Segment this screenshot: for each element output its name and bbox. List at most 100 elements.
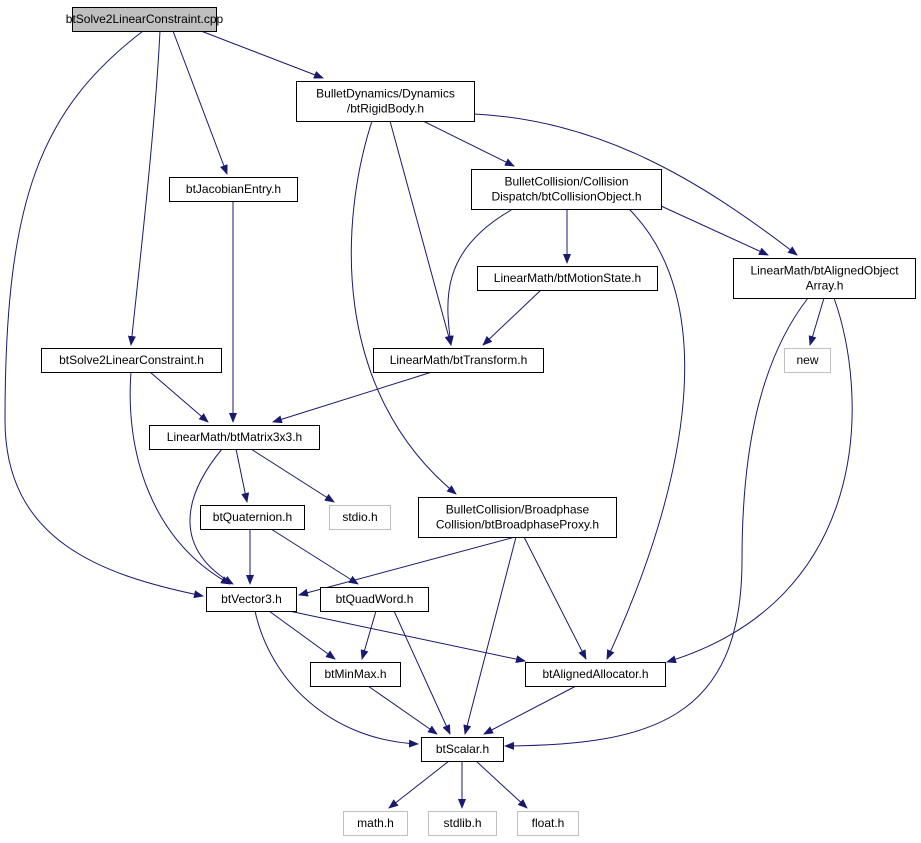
edge-solve2h-to-matrix	[149, 371, 209, 423]
node-label-transform: LinearMath/btTransform.h	[390, 353, 528, 367]
node-box-root	[72, 7, 217, 32]
node-root[interactable]: btSolve2LinearConstraint.cpp	[66, 7, 224, 32]
edge-matrix-to-vector3	[189, 448, 234, 585]
edge-vector3-to-scalar	[254, 610, 419, 748]
edge-minmax-to-scalar	[367, 685, 438, 735]
node-box-new	[784, 348, 831, 373]
node-jacobian[interactable]: btJacobianEntry.h	[169, 177, 298, 202]
node-label-alignedarray-line2: Array.h	[806, 279, 844, 293]
node-broadphase[interactable]: BulletCollision/BroadphaseCollision/btBr…	[418, 497, 617, 538]
node-quaternion[interactable]: btQuaternion.h	[200, 505, 305, 530]
node-label-rigidbody-line2: /btRigidBody.h	[347, 102, 424, 116]
node-label-alignedarray-line1: LinearMath/btAlignedObject	[750, 264, 899, 278]
edge-rigidbody-to-alignedarray	[473, 113, 798, 256]
node-box-transform	[373, 348, 544, 373]
node-scalar[interactable]: btScalar.h	[421, 737, 504, 762]
node-box-motionstate	[477, 266, 658, 291]
node-box-rigidbody	[296, 81, 475, 122]
edge-root-to-rigidbody	[200, 30, 324, 79]
edge-allocator-to-scalar	[483, 685, 577, 735]
edge-broadphase-to-scalar	[463, 536, 517, 735]
node-minmax[interactable]: btMinMax.h	[310, 662, 401, 687]
node-box-matrix	[149, 425, 320, 450]
edge-scalar-to-float	[475, 760, 528, 809]
edge-motionstate-to-transform	[482, 289, 542, 346]
node-transform[interactable]: LinearMath/btTransform.h	[373, 348, 544, 373]
node-math: math.h	[343, 811, 408, 836]
edge-matrix-to-stdio	[250, 448, 335, 503]
edge-rigidbody-to-broadphase	[350, 120, 457, 495]
node-label-matrix: LinearMath/btMatrix3x3.h	[167, 430, 302, 444]
node-motionstate[interactable]: LinearMath/btMotionState.h	[477, 266, 658, 291]
node-label-motionstate: LinearMath/btMotionState.h	[494, 271, 641, 285]
node-label-jacobian: btJacobianEntry.h	[186, 182, 281, 196]
edge-alignedarray-to-allocator	[666, 297, 853, 664]
edge-collobj-to-transform	[445, 208, 514, 346]
node-label-root: btSolve2LinearConstraint.cpp	[66, 12, 224, 26]
edge-broadphase-to-allocator	[523, 536, 587, 660]
node-matrix[interactable]: LinearMath/btMatrix3x3.h	[149, 425, 320, 450]
edge-root-to-jacobian	[172, 30, 228, 175]
node-box-alignedarray	[733, 258, 916, 299]
node-label-allocator: btAlignedAllocator.h	[542, 667, 648, 681]
node-label-new: new	[796, 353, 818, 367]
node-stdlib: stdlib.h	[428, 811, 497, 836]
node-box-math	[343, 811, 408, 836]
edges-layer	[4, 30, 853, 809]
edge-solve2h-to-vector3	[129, 371, 231, 585]
edge-scalar-to-math	[388, 760, 450, 809]
node-label-broadphase-line2: Collision/btBroadphaseProxy.h	[436, 518, 599, 532]
node-label-vector3: btVector3.h	[221, 592, 282, 606]
node-box-minmax	[310, 662, 401, 687]
node-box-stdlib	[428, 811, 497, 836]
edge-collobj-to-alignedarray	[660, 205, 769, 256]
node-box-allocator	[525, 662, 666, 687]
node-label-rigidbody-line1: BulletDynamics/Dynamics	[316, 87, 455, 101]
edge-root-to-vector3	[4, 30, 204, 599]
node-label-broadphase-line1: BulletCollision/Broadphase	[446, 503, 590, 517]
node-box-collobj	[471, 169, 662, 210]
node-rigidbody[interactable]: BulletDynamics/Dynamics/btRigidBody.h	[296, 81, 475, 122]
edge-vector3-to-allocator	[288, 610, 526, 664]
node-label-stdio: stdio.h	[342, 510, 377, 524]
node-box-broadphase	[418, 497, 617, 538]
node-label-float: float.h	[532, 816, 565, 830]
edge-quadword-to-scalar	[393, 610, 451, 735]
node-collobj[interactable]: BulletCollision/CollisionDispatch/btColl…	[471, 169, 662, 210]
node-label-solve2h: btSolve2LinearConstraint.h	[59, 353, 204, 367]
node-label-minmax: btMinMax.h	[324, 667, 386, 681]
node-float: float.h	[517, 811, 579, 836]
edge-rigidbody-to-collobj	[422, 120, 515, 167]
node-label-stdlib: stdlib.h	[443, 816, 481, 830]
edge-rigidbody-to-transform	[389, 120, 453, 346]
node-label-math: math.h	[357, 816, 394, 830]
nodes-layer: btSolve2LinearConstraint.cppBulletDynami…	[41, 7, 916, 836]
edge-broadphase-to-vector3	[298, 536, 516, 597]
node-box-quadword	[320, 587, 429, 612]
node-label-collobj-line2: Dispatch/btCollisionObject.h	[491, 190, 641, 204]
node-label-quadword: btQuadWord.h	[336, 592, 414, 606]
node-box-solve2h	[41, 348, 222, 373]
node-box-jacobian	[169, 177, 298, 202]
edge-alignedarray-to-scalar	[504, 297, 809, 750]
edge-alignedarray-to-new	[808, 297, 825, 346]
node-vector3[interactable]: btVector3.h	[206, 587, 297, 612]
edge-quaternion-to-quadword	[270, 528, 359, 585]
node-box-scalar	[421, 737, 504, 762]
node-new: new	[784, 348, 831, 373]
node-stdio: stdio.h	[329, 505, 391, 530]
node-box-stdio	[329, 505, 391, 530]
node-label-scalar: btScalar.h	[436, 742, 489, 756]
edge-matrix-to-quaternion	[235, 448, 250, 503]
edge-vector3-to-minmax	[268, 610, 336, 660]
node-label-collobj-line1: BulletCollision/Collision	[504, 175, 628, 189]
node-solve2h[interactable]: btSolve2LinearConstraint.h	[41, 348, 222, 373]
node-allocator[interactable]: btAlignedAllocator.h	[525, 662, 666, 687]
node-box-float	[517, 811, 579, 836]
edge-quadword-to-minmax	[360, 610, 377, 660]
node-quadword[interactable]: btQuadWord.h	[320, 587, 429, 612]
edge-root-to-solve2h	[127, 30, 161, 346]
node-box-quaternion	[200, 505, 305, 530]
